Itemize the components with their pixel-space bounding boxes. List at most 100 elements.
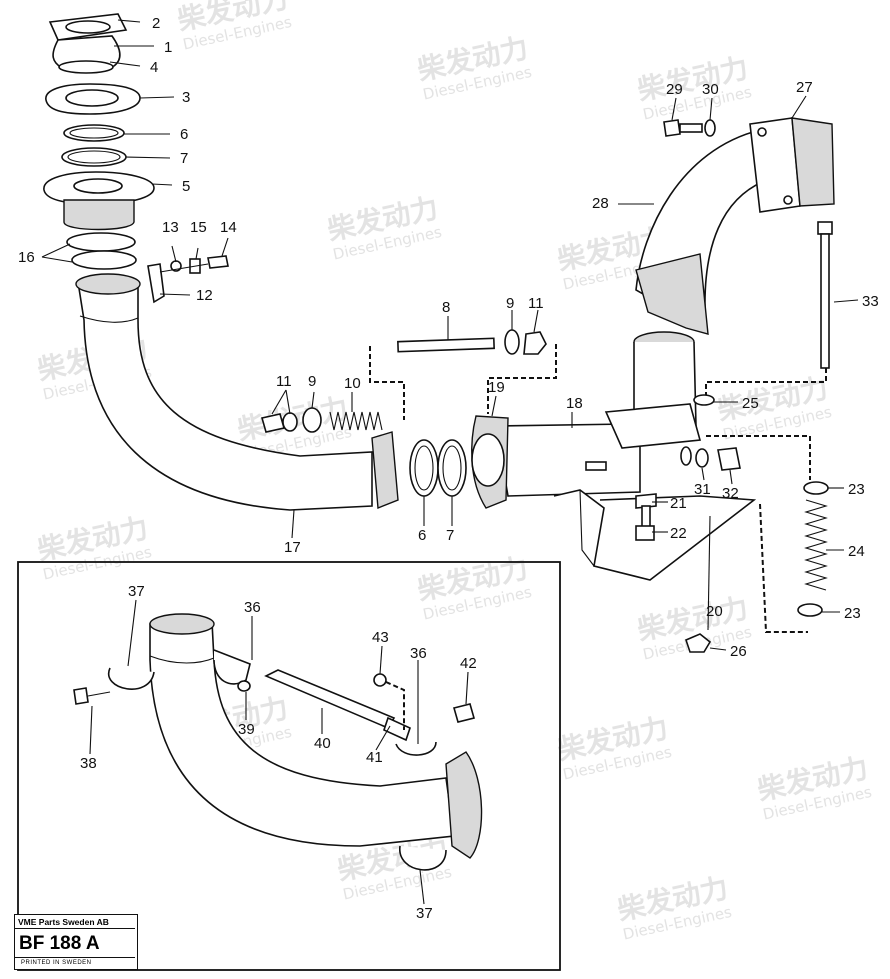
callout-38: 38 [80, 755, 97, 772]
callout-28: 28 [592, 195, 609, 212]
part-21-shank [641, 505, 651, 529]
part-27-square-flange [749, 117, 835, 213]
part-31-washer-b [695, 448, 709, 468]
title-block-code: BF 188 A [15, 930, 135, 958]
part-28-elbow-pipe [635, 129, 782, 335]
callout-19: 19 [488, 379, 505, 396]
callout-5: 5 [182, 178, 190, 195]
part-30-washer [704, 119, 716, 137]
title-block-printed: PRINTED IN SWEDEN [21, 960, 92, 966]
inset-bent-pipe [149, 613, 483, 859]
part-14-screw [207, 255, 229, 269]
part-23-washer-lower [797, 603, 823, 617]
callout-15: 15 [190, 219, 207, 236]
part-26-nut [685, 633, 712, 653]
callout-9: 9 [506, 295, 514, 312]
part-22-lock-plate [635, 525, 655, 541]
part-37-clamp-lower [399, 845, 447, 871]
part-12-clamp [147, 263, 165, 304]
callout-10: 10 [344, 375, 361, 392]
part-16-seal-ring-b [71, 250, 137, 270]
callout-7: 7 [446, 527, 454, 544]
callout-36: 36 [244, 599, 261, 616]
part-2-flange [48, 13, 128, 41]
part-29-bolt [663, 119, 681, 137]
callout-31: 31 [694, 481, 711, 498]
part-39-nut [237, 680, 251, 692]
callout-22: 22 [670, 525, 687, 542]
part-5-flange-collar [43, 171, 155, 231]
callout-18: 18 [566, 395, 583, 412]
callout-14: 14 [220, 219, 237, 236]
callout-3: 3 [182, 89, 190, 106]
part-41-fitting [383, 716, 411, 742]
callout-11: 11 [276, 373, 292, 390]
callout-25: 25 [742, 395, 759, 412]
callout-13: 13 [162, 219, 179, 236]
part-8-stud [397, 337, 495, 353]
callout-8: 8 [442, 299, 450, 316]
callout-2: 2 [152, 15, 160, 32]
callout-27: 27 [796, 79, 813, 96]
callout-23: 23 [848, 481, 865, 498]
title-block-company: VME Parts Sweden AB [15, 915, 135, 929]
part-31-washer [680, 446, 692, 466]
callout-11: 11 [528, 295, 544, 312]
callout-37: 37 [416, 905, 433, 922]
callout-29: 29 [666, 81, 683, 98]
callout-1: 1 [164, 39, 172, 56]
part-42-screw [453, 703, 475, 723]
part-11-nut-left-b [282, 412, 298, 432]
callout-12: 12 [196, 287, 213, 304]
callout-36: 36 [410, 645, 427, 662]
callout-17: 17 [284, 539, 301, 556]
callout-20: 20 [706, 603, 723, 620]
part-37-clamp-upper [107, 667, 155, 690]
title-block: VME Parts Sweden AB BF 188 A PRINTED IN … [14, 914, 138, 970]
callout-30: 30 [702, 81, 719, 98]
part-3-flange-ring [45, 83, 141, 115]
part-17-bent-pipe [75, 273, 373, 511]
callout-42: 42 [460, 655, 477, 672]
inset-frame [17, 561, 561, 971]
part-29-shank [679, 123, 703, 133]
part-32-bolt [717, 447, 741, 471]
part-11-nut-upper [523, 331, 547, 355]
leader-lines [41, 19, 859, 905]
part-21-bolt [635, 493, 657, 509]
part-25-washer [693, 394, 715, 406]
callout-40: 40 [314, 735, 331, 752]
callout-32: 32 [722, 485, 739, 502]
part-23-washer-upper [803, 481, 829, 495]
part-33-long-bolt [817, 221, 833, 369]
part-43-nut [373, 673, 387, 687]
part-40-stay-rod [264, 669, 396, 730]
part-9-washer-left [302, 407, 322, 433]
callout-37: 37 [128, 583, 145, 600]
part-1-bellows [52, 35, 121, 74]
part-10-spring [329, 411, 383, 431]
callout-23: 23 [844, 605, 861, 622]
part-17-flange [371, 431, 399, 510]
part-11-nut-left [260, 413, 286, 433]
part-38-bolt [73, 687, 89, 705]
callout-33: 33 [862, 293, 879, 310]
callout-4: 4 [150, 59, 158, 76]
callout-21: 21 [670, 495, 687, 512]
part-6-ring-center [409, 439, 439, 497]
callout-16: 16 [18, 249, 35, 266]
part-6-seal-ring [63, 124, 125, 142]
callout-6: 6 [418, 527, 426, 544]
part-vertical-pipe [604, 331, 702, 449]
part-7-ring-center [437, 439, 467, 497]
